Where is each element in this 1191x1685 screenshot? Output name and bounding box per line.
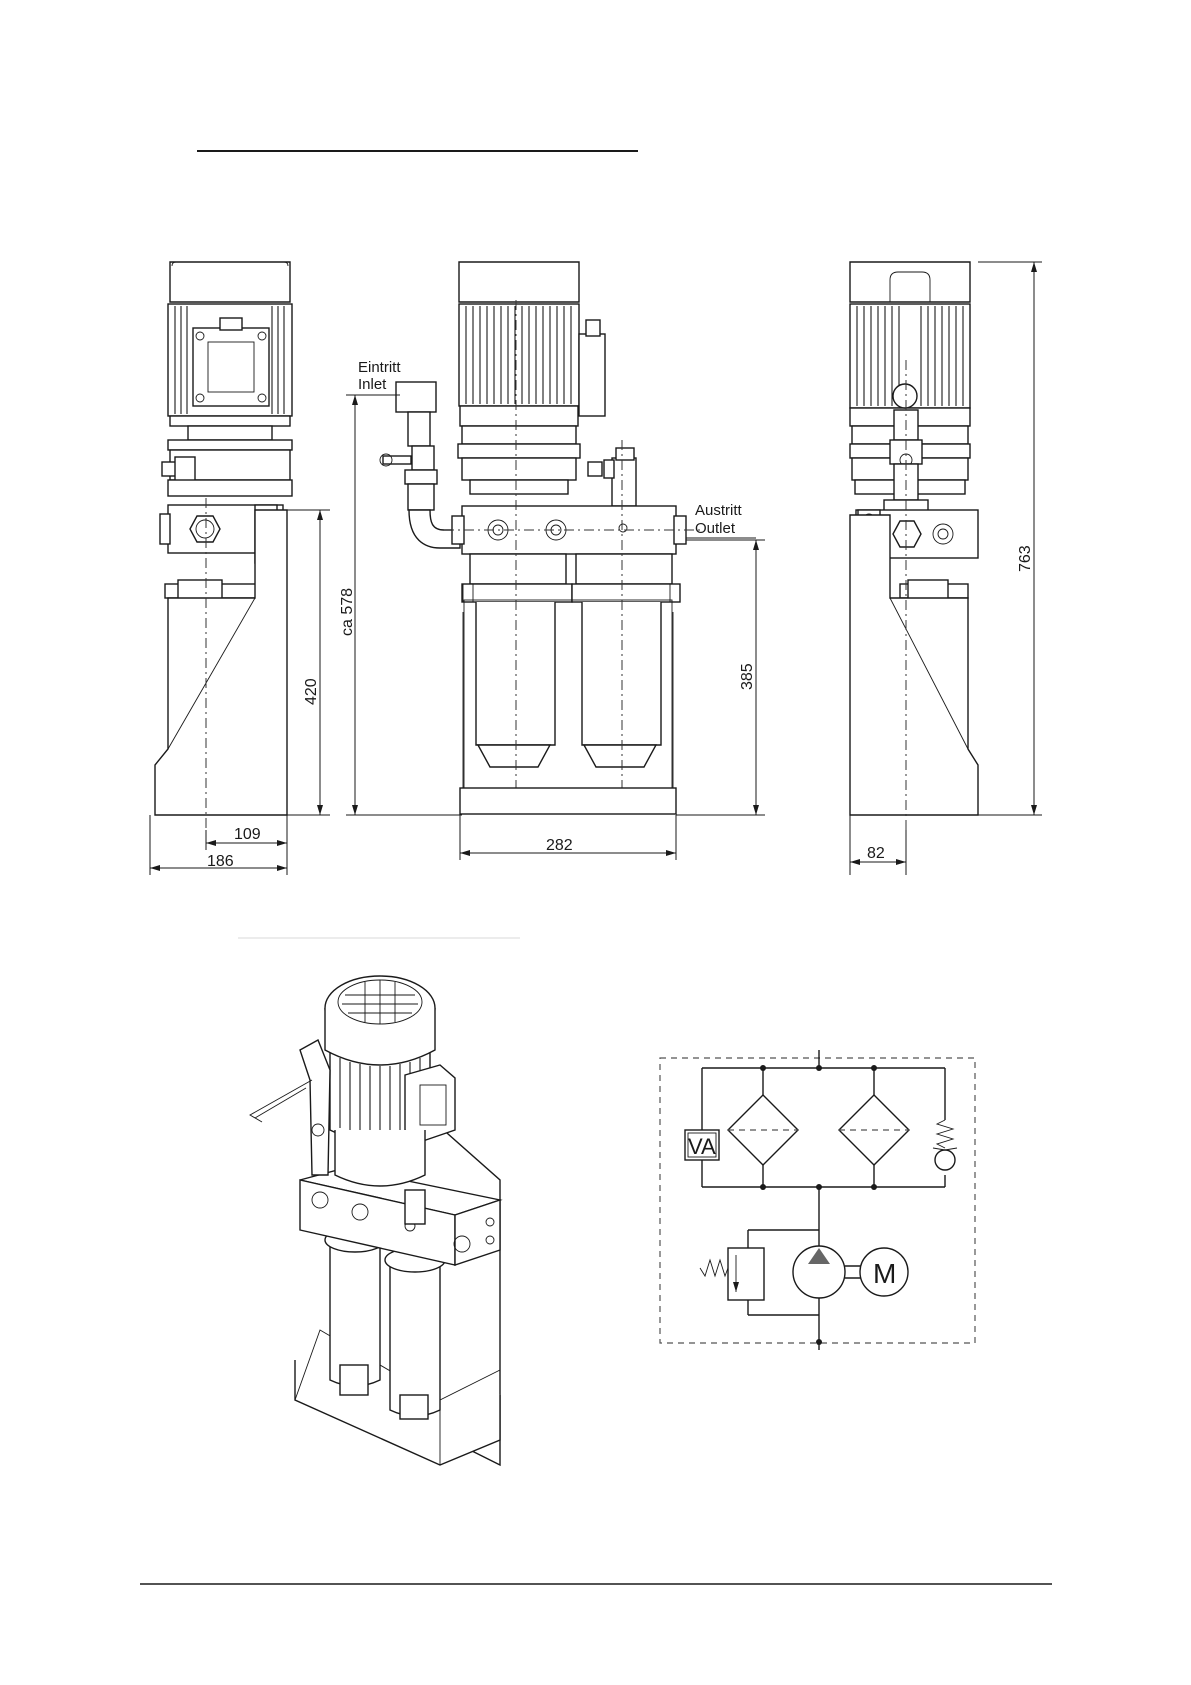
front-view — [380, 262, 700, 814]
dim-385: 385 — [739, 663, 756, 690]
isometric-view — [250, 976, 500, 1465]
label-inlet-en: Inlet — [358, 376, 387, 393]
dim-282: 282 — [546, 837, 573, 854]
dim-420: 420 — [303, 678, 320, 705]
dim-82: 82 — [867, 845, 885, 862]
label-inlet-de: Eintritt — [358, 359, 401, 376]
dim-763: 763 — [1017, 545, 1034, 572]
dim-ca-578: ca 578 — [339, 588, 356, 636]
spring-symbol — [937, 1120, 953, 1148]
va-label: VA — [688, 1134, 716, 1159]
relief-valve — [728, 1248, 764, 1300]
check-valve — [935, 1150, 955, 1170]
dim-109: 109 — [234, 826, 261, 843]
hydraulic-schematic: VA M — [660, 1050, 975, 1350]
side-view-right — [850, 262, 978, 830]
side-view-left — [155, 262, 292, 830]
dim-186: 186 — [207, 853, 234, 870]
label-outlet-en: Outlet — [695, 520, 736, 537]
label-outlet-de: Austritt — [695, 502, 743, 519]
motor-label: M — [873, 1258, 896, 1289]
